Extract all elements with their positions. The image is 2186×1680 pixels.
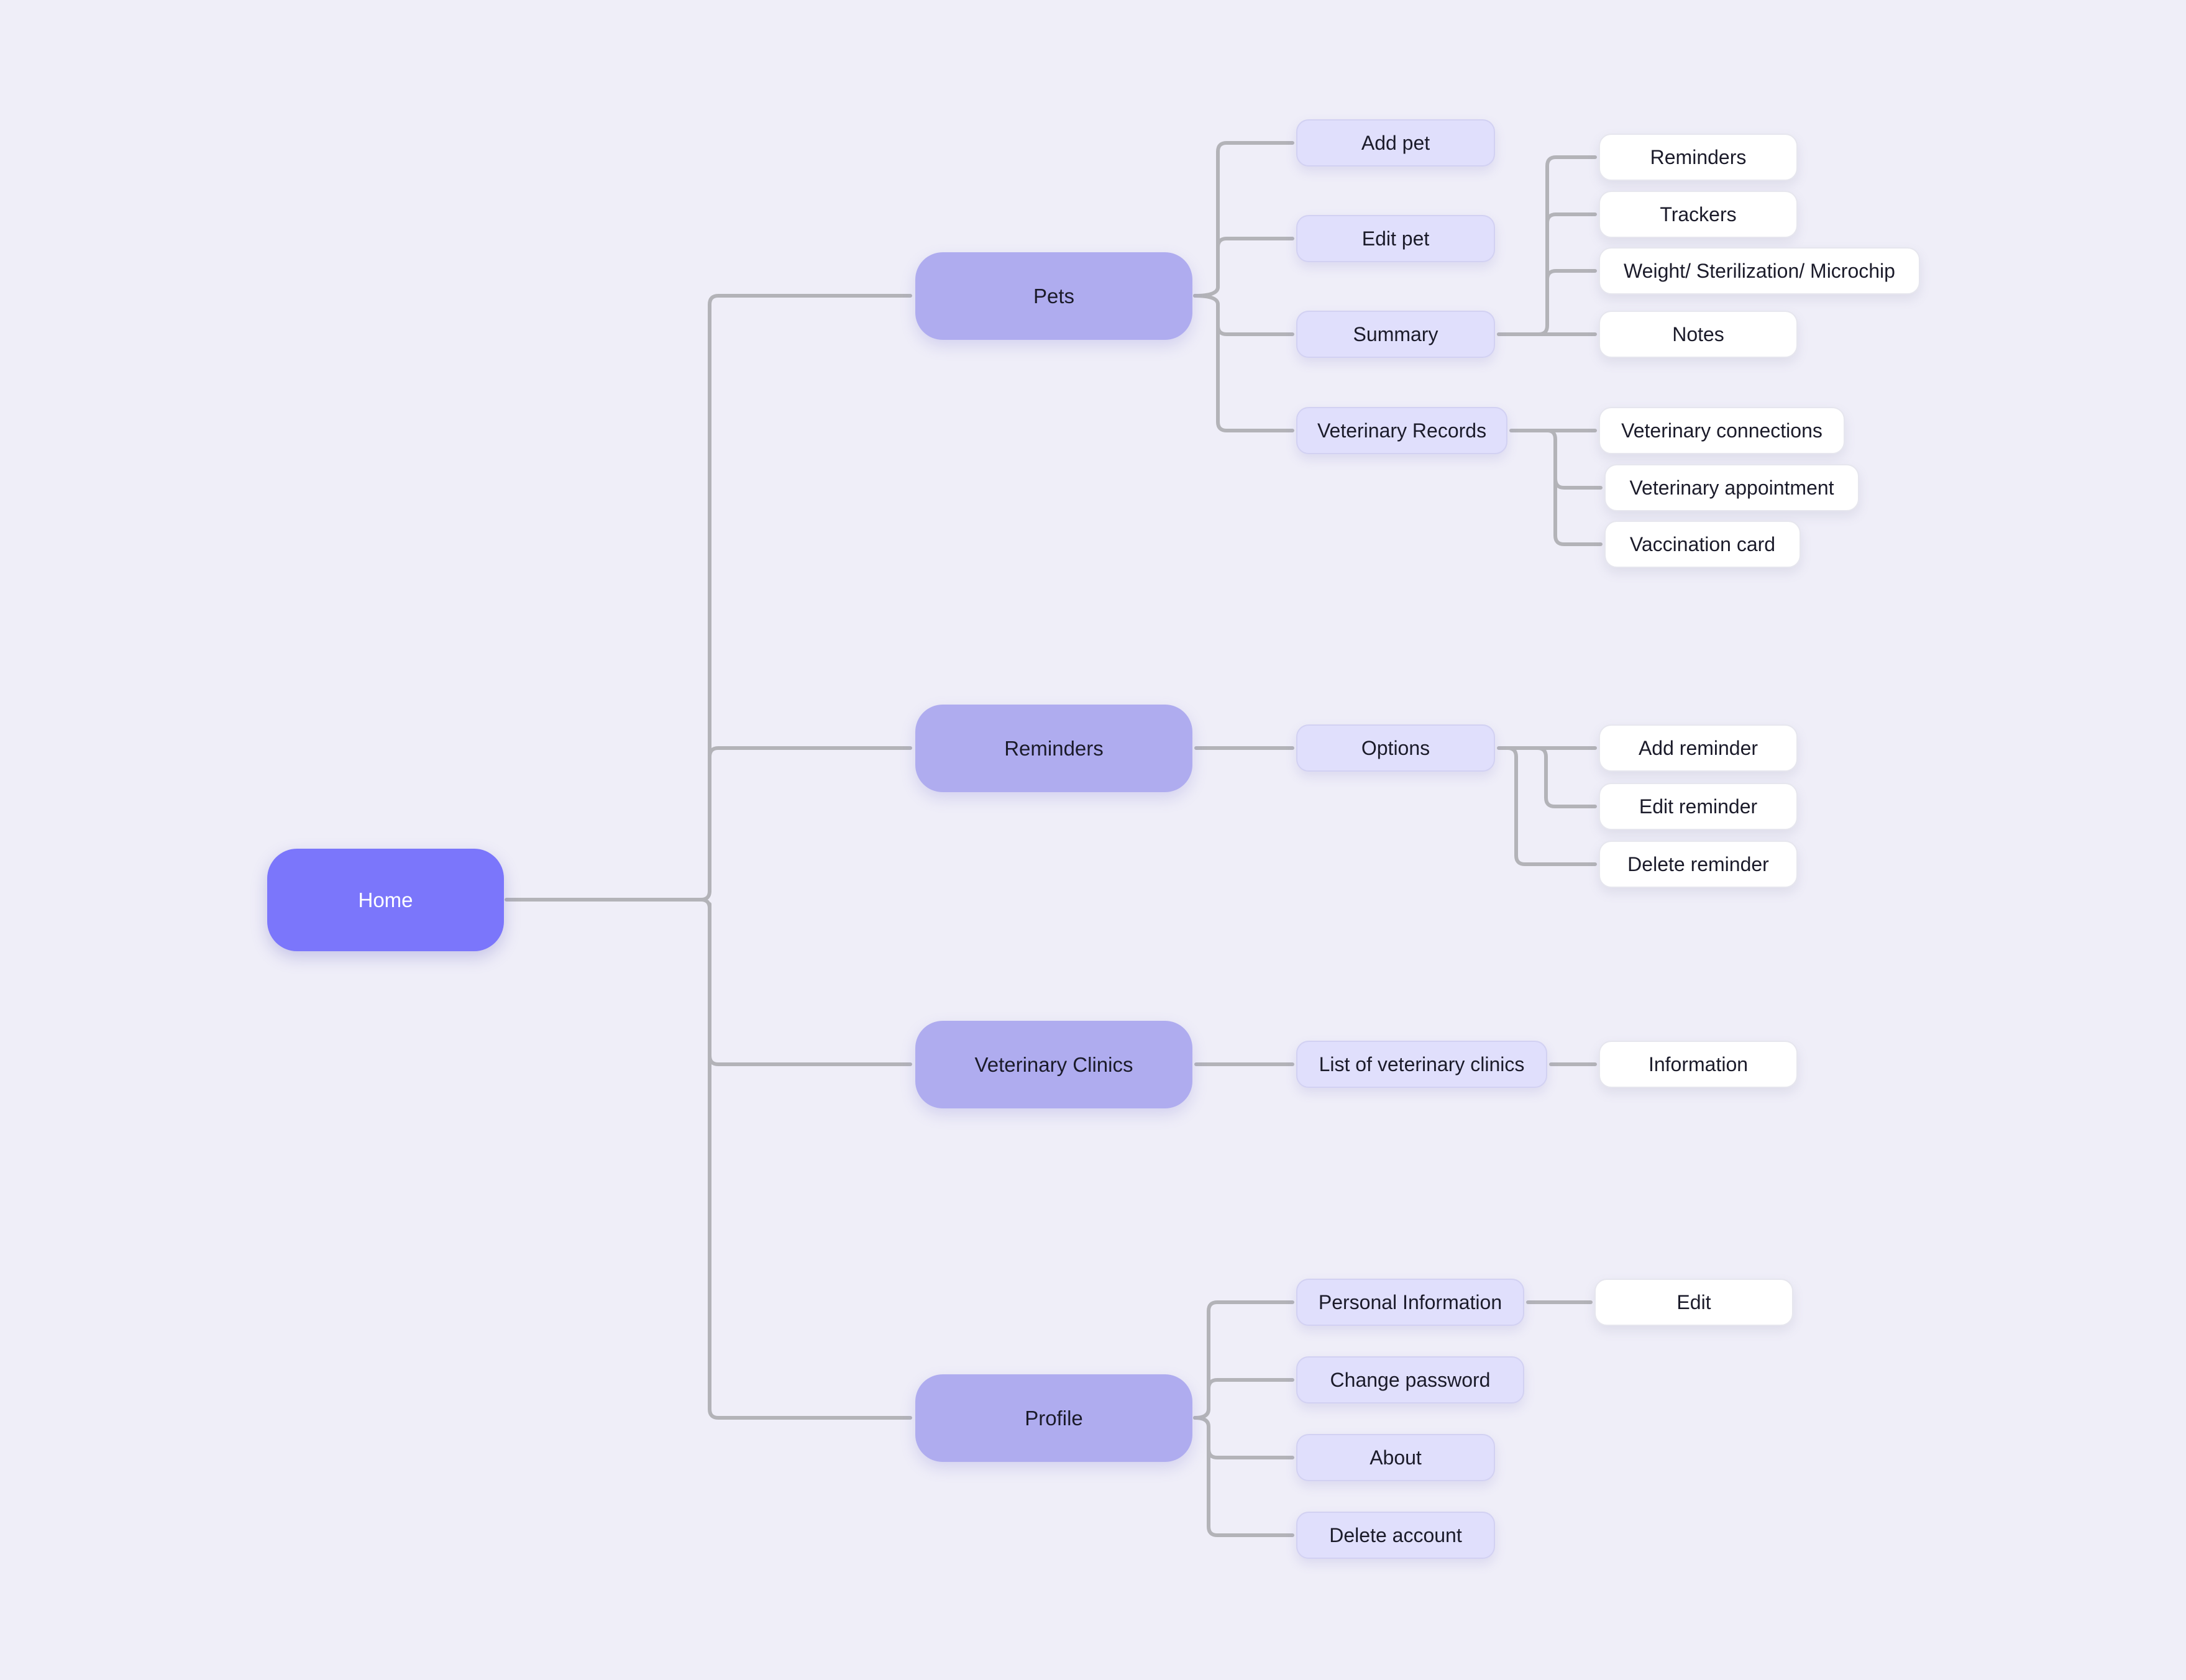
home-label: Home (358, 888, 413, 911)
change-password-label: Change password (1330, 1368, 1491, 1391)
reminders-node[interactable]: Reminders (915, 705, 1192, 792)
personal-information-label: Personal Information (1318, 1290, 1502, 1313)
veterinary-appointment-node[interactable]: Veterinary appointment (1604, 464, 1859, 511)
add-pet-node[interactable]: Add pet (1296, 119, 1495, 167)
connector-vetrecords-group (1545, 429, 1603, 546)
profile-label: Profile (1025, 1406, 1083, 1430)
weight-sterilization-microchip-label: Weight/ Sterilization/ Microchip (1624, 259, 1895, 282)
connector-profile-personal (1207, 1300, 1294, 1411)
add-pet-label: Add pet (1361, 131, 1430, 154)
information-label: Information (1648, 1052, 1749, 1075)
connector-summary-reminders (1497, 155, 1597, 336)
notes-node[interactable]: Notes (1599, 311, 1798, 358)
connector-options-delete (1506, 746, 1597, 866)
edit-pet-node[interactable]: Edit pet (1296, 215, 1495, 262)
list-of-veterinary-clinics-node[interactable]: List of veterinary clinics (1296, 1041, 1547, 1088)
summary-label: Summary (1353, 322, 1438, 345)
delete-reminder-node[interactable]: Delete reminder (1599, 841, 1798, 888)
edit-reminder-node[interactable]: Edit reminder (1599, 783, 1798, 830)
connector-summary-weight (1545, 269, 1597, 281)
information-node[interactable]: Information (1599, 1041, 1798, 1088)
add-reminder-node[interactable]: Add reminder (1599, 724, 1798, 772)
connector-home-clinics (708, 902, 912, 1066)
change-password-node[interactable]: Change password (1296, 1356, 1524, 1404)
summary-reminders-label: Reminders (1650, 145, 1747, 168)
weight-sterilization-microchip-node[interactable]: Weight/ Sterilization/ Microchip (1599, 247, 1920, 294)
veterinary-connections-label: Veterinary connections (1621, 419, 1822, 442)
veterinary-records-label: Veterinary Records (1317, 419, 1487, 442)
options-node[interactable]: Options (1296, 724, 1495, 772)
home-node[interactable]: Home (267, 849, 504, 951)
trackers-label: Trackers (1660, 203, 1737, 226)
about-label: About (1370, 1446, 1422, 1469)
delete-account-node[interactable]: Delete account (1296, 1512, 1495, 1559)
veterinary-clinics-label: Veterinary Clinics (974, 1052, 1133, 1076)
edit-reminder-label: Edit reminder (1639, 795, 1758, 818)
connector-pets-summary (1193, 294, 1294, 336)
edit-pet-label: Edit pet (1361, 227, 1430, 250)
connector-home-profile (699, 898, 912, 1420)
veterinary-appointment-label: Veterinary appointment (1629, 476, 1834, 499)
edit-personal-information-node[interactable]: Edit (1594, 1279, 1793, 1326)
connector-pets-editpet (1216, 237, 1294, 249)
profile-node[interactable]: Profile (915, 1374, 1192, 1462)
summary-reminders-node[interactable]: Reminders (1599, 134, 1798, 181)
vaccination-card-label: Vaccination card (1629, 532, 1776, 555)
veterinary-connections-node[interactable]: Veterinary connections (1599, 407, 1845, 454)
pets-node[interactable]: Pets (915, 252, 1192, 340)
connector-vetrecords-appointment (1553, 477, 1603, 490)
connector-profile-delete (1207, 1447, 1294, 1537)
delete-reminder-label: Delete reminder (1627, 852, 1769, 875)
edit-personal-information-label: Edit (1676, 1290, 1711, 1313)
vaccination-card-node[interactable]: Vaccination card (1604, 521, 1801, 568)
notes-label: Notes (1672, 322, 1724, 345)
connector-pets-addpet (1216, 141, 1294, 289)
connector-pets-vetrecords (1216, 324, 1294, 432)
veterinary-clinics-node[interactable]: Veterinary Clinics (915, 1021, 1192, 1108)
connector-summary-trackers (1545, 212, 1597, 225)
reminders-label: Reminders (1004, 736, 1104, 760)
add-reminder-label: Add reminder (1638, 736, 1758, 759)
connector-profile-password (1207, 1378, 1294, 1390)
summary-node[interactable]: Summary (1296, 311, 1495, 358)
about-node[interactable]: About (1296, 1434, 1495, 1481)
connector-home-reminders (708, 746, 912, 893)
list-of-veterinary-clinics-label: List of veterinary clinics (1319, 1052, 1525, 1075)
trackers-node[interactable]: Trackers (1599, 191, 1798, 238)
delete-account-label: Delete account (1329, 1523, 1462, 1546)
options-label: Options (1361, 736, 1430, 759)
veterinary-records-node[interactable]: Veterinary Records (1296, 407, 1507, 454)
personal-information-node[interactable]: Personal Information (1296, 1279, 1524, 1326)
pets-label: Pets (1033, 284, 1075, 308)
connector-options-edit (1535, 746, 1597, 808)
